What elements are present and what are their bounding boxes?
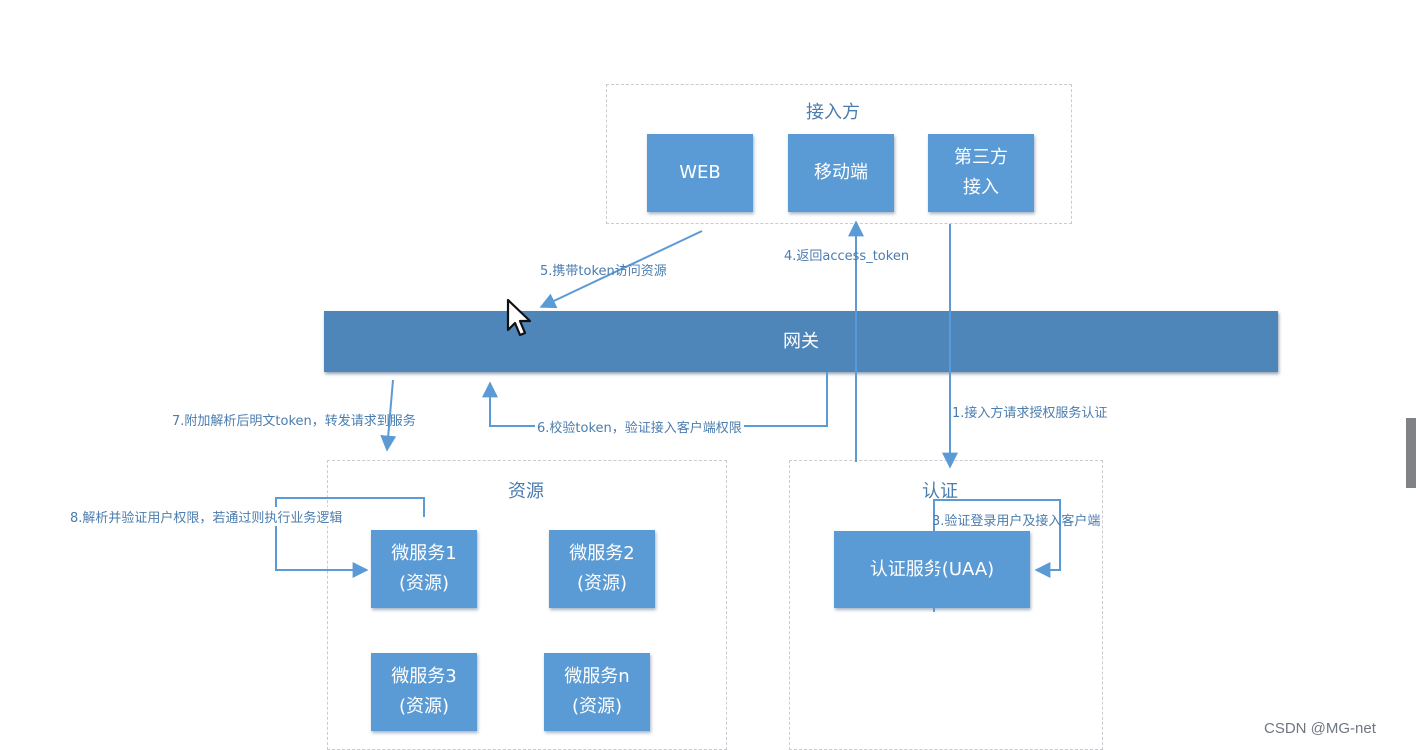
arrow-step-8 [275,497,425,578]
access-party-title: 接入方 [806,102,860,123]
access-party-group [606,84,1072,224]
web-box: WEB [647,134,753,212]
step-6-label: 6.校验token，验证接入客户端权限 [535,417,744,436]
resources-title: 资源 [508,481,544,502]
mouse-pointer-icon [506,298,534,342]
scrollbar-thumb[interactable] [1406,418,1416,488]
auth-title: 认证 [922,481,958,502]
microservice-1-box: 微服务1 (资源) [371,530,477,608]
step-8-label: 8.解析并验证用户权限，若通过则执行业务逻辑 [68,507,345,526]
third-party-box: 第三方 接入 [928,134,1034,212]
step-4-label: 4.返回access_token [784,249,910,264]
uaa-box: 认证服务(UAA) [834,531,1030,608]
arrow-step-3 [933,499,1061,612]
step-5-label: 5.携带token访问资源 [540,264,667,279]
step-1-label: 1.接入方请求授权服务认证 [952,406,1108,421]
arrow-step-5 [539,230,703,309]
gateway-bar: 网关 [324,311,1278,372]
microservice-3-box: 微服务3 (资源) [371,653,477,731]
microservice-2-box: 微服务2 (资源) [549,530,655,608]
mobile-box: 移动端 [788,134,894,212]
arrow-step-7 [380,379,397,452]
watermark: CSDN @MG-net [1264,720,1376,737]
microservice-n-box: 微服务n (资源) [544,653,650,731]
step-7-label: 7.附加解析后明文token，转发请求到服务 [172,414,416,429]
step-3-label: 3.验证登录用户及接入客户端 [932,514,1101,529]
